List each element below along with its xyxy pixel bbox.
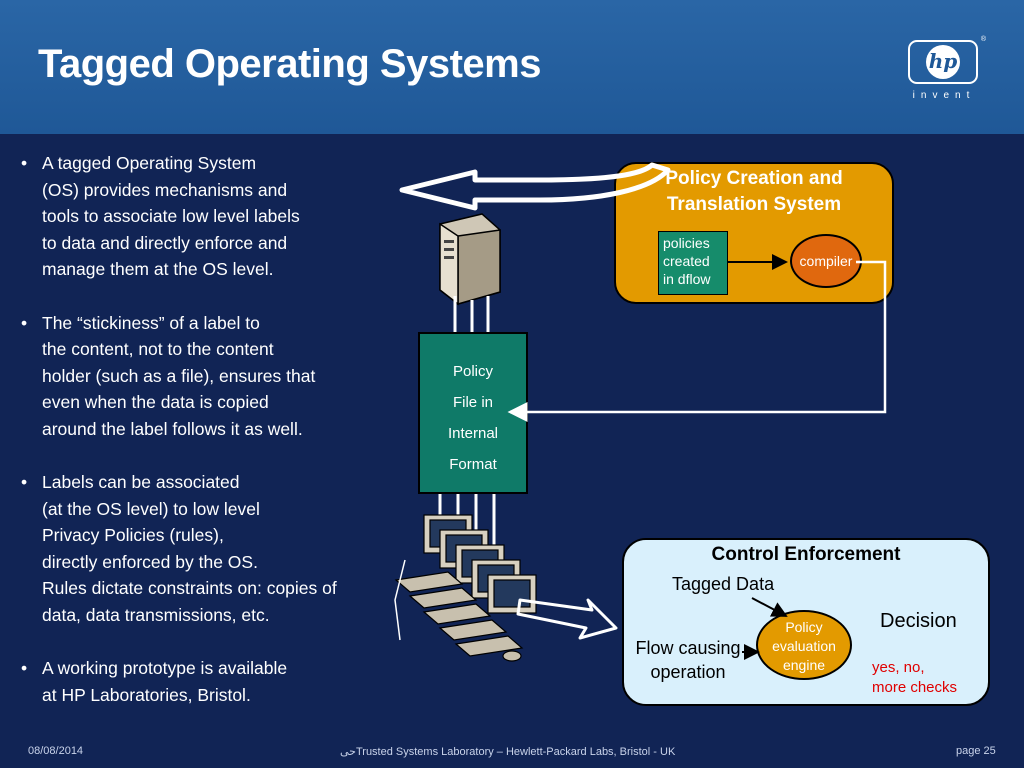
policy-file-line: Internal bbox=[447, 425, 499, 442]
footer-date: 08/08/2014 bbox=[28, 745, 84, 757]
hp-logo-text: hp bbox=[928, 49, 958, 73]
flow-line: operation bbox=[650, 662, 726, 682]
bullet-line: data, data transmissions, etc. bbox=[42, 604, 270, 625]
bullet-line: around the label follows it as well. bbox=[42, 418, 303, 439]
bullet-line: tools to associate low level labels bbox=[42, 206, 300, 226]
networked-computers-icon bbox=[394, 514, 537, 662]
policy-creation-title: Policy Creation and Translation System bbox=[616, 166, 892, 218]
flow-line: Flow causing bbox=[635, 638, 741, 658]
bullet-line: even when the data is copied bbox=[42, 392, 269, 412]
hp-logo-icon: hp bbox=[926, 45, 960, 79]
note-line: in dflow bbox=[663, 271, 711, 287]
bullet-line: The “stickiness” of a label to bbox=[42, 312, 260, 333]
bullet-line: directly enforced by the OS. bbox=[42, 551, 258, 572]
control-enforcement-box: Control Enforcement Tagged Data Flow cau… bbox=[622, 538, 990, 706]
bullet-line: Rules dictate constraints on: copies of bbox=[42, 578, 337, 598]
engine-line: engine bbox=[782, 657, 826, 673]
policies-document: policies created in dflow bbox=[658, 231, 728, 295]
bullet-item: The “stickiness” of a label to the conte… bbox=[18, 310, 378, 443]
decision-label: Decision bbox=[880, 610, 957, 632]
server-tower-icon bbox=[439, 213, 501, 306]
note-line: created bbox=[663, 253, 710, 269]
block-arrow-icon bbox=[399, 162, 671, 211]
compiler-node: compiler bbox=[790, 234, 862, 288]
note-line: policies bbox=[663, 235, 710, 251]
policy-creation-title-line: Translation System bbox=[666, 194, 842, 215]
bullet-line: (at the OS level) to low level bbox=[42, 498, 260, 519]
engine-line: Policy bbox=[785, 619, 823, 635]
bullet-line: A tagged Operating System bbox=[42, 153, 257, 173]
policy-file-box: Policy File in Internal Format bbox=[418, 332, 528, 494]
bullet-line: (OS) provides mechanisms and bbox=[42, 179, 288, 200]
engine-line: evaluation bbox=[772, 638, 836, 654]
result-line: more checks bbox=[872, 679, 958, 696]
bullet-item: Labels can be associated (at the OS leve… bbox=[18, 469, 378, 628]
tagged-data-label: Tagged Data bbox=[672, 574, 775, 594]
policy-file-line: File in bbox=[452, 394, 493, 411]
footer-page-number: page 25 bbox=[956, 745, 996, 757]
compiler-label: compiler bbox=[799, 253, 853, 269]
bullet-line: A working prototype is available bbox=[42, 658, 288, 678]
bullet-line: at HP Laboratories, Bristol. bbox=[42, 684, 251, 705]
header-bar: Tagged Operating Systems hp ® invent bbox=[0, 0, 1024, 134]
policy-engine-node: Policy evaluation engine bbox=[756, 610, 852, 680]
policy-creation-title-line: Policy Creation and bbox=[665, 168, 843, 189]
bullet-item: A tagged Operating System (OS) provides … bbox=[18, 150, 378, 283]
slide-title: Tagged Operating Systems bbox=[38, 42, 541, 86]
result-line: yes, no, bbox=[872, 659, 925, 676]
bullet-line: Privacy Policies (rules), bbox=[42, 525, 224, 545]
bullet-line: to data and directly enforce and bbox=[42, 232, 288, 253]
registered-mark: ® bbox=[980, 36, 986, 43]
decision-result: yes, no, more checks bbox=[872, 658, 957, 698]
bullet-line: holder (such as a file), ensures that bbox=[42, 365, 316, 386]
policy-file-line: Format bbox=[449, 456, 497, 473]
logo-tagline: invent bbox=[912, 90, 976, 101]
policy-file-line: Policy bbox=[452, 363, 493, 380]
bullet-line: Labels can be associated bbox=[42, 472, 240, 492]
flow-label: Flow causing operation bbox=[630, 636, 746, 684]
bullet-line: the content, not to the content bbox=[42, 339, 274, 359]
bullet-line: manage them at the OS level. bbox=[42, 259, 274, 279]
hp-logo: hp ® bbox=[908, 36, 986, 84]
bullet-item: A working prototype is available at HP L… bbox=[18, 655, 378, 708]
bullet-list: A tagged Operating System (OS) provides … bbox=[18, 150, 378, 735]
footer-lab: حیTrusted Systems Laboratory – Hewlett-P… bbox=[340, 746, 676, 758]
policy-creation-box: Policy Creation and Translation System p… bbox=[614, 162, 894, 304]
control-title: Control Enforcement bbox=[711, 544, 901, 565]
